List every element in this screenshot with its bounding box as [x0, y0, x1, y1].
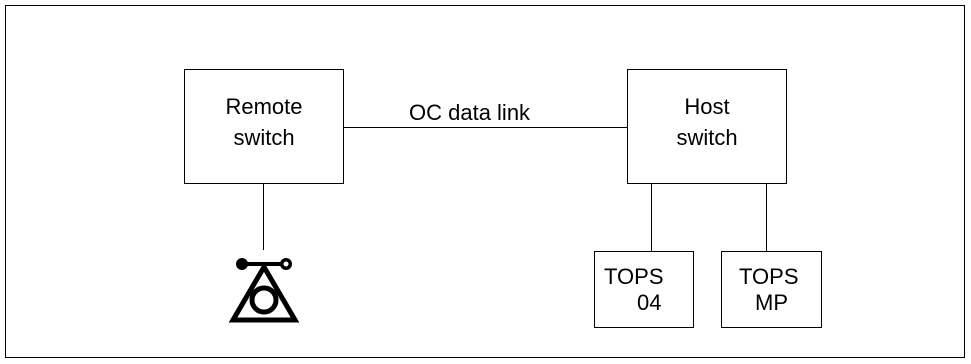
topsmp-box: TOPS MP	[721, 251, 822, 328]
remote-to-phone-line	[263, 184, 264, 250]
oc-data-link-line	[344, 127, 627, 128]
host-switch-label-line2: switch	[676, 125, 738, 150]
host-to-topsmp-line	[766, 184, 767, 251]
topsmp-label-line2: MP	[755, 290, 788, 315]
remote-switch-label-line2: switch	[233, 125, 295, 150]
host-to-tops04-line	[651, 184, 652, 251]
tops04-label-line2: 04	[637, 290, 662, 315]
host-switch-label-line1: Host	[684, 94, 730, 119]
topsmp-label-line1: TOPS	[739, 264, 799, 289]
host-switch-box: Host switch	[627, 69, 787, 184]
tops04-box: TOPS 04	[594, 251, 694, 328]
remote-switch-box: Remote switch	[184, 69, 344, 184]
oc-data-link-label: OC data link	[409, 100, 531, 125]
operator-telephone-icon	[229, 258, 299, 323]
diagram-frame	[5, 5, 965, 358]
remote-switch-label-line1: Remote	[225, 94, 303, 119]
tops04-label-line1: TOPS	[604, 264, 664, 289]
